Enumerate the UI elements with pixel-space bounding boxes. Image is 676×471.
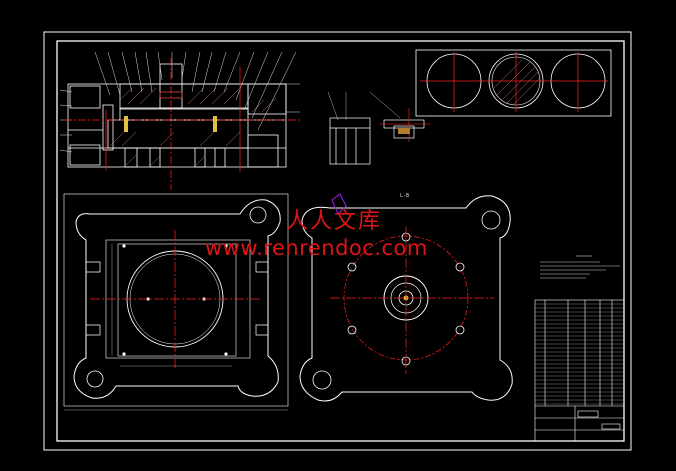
view-label: L-B — [400, 193, 410, 199]
parts-list-rows — [535, 303, 624, 405]
title-block — [534, 299, 625, 442]
watermark-url[interactable]: www.renrendoc.com — [205, 236, 428, 260]
inner-frame — [56, 40, 625, 442]
detail-view-b — [369, 91, 430, 142]
lower-plate-view — [63, 193, 289, 411]
technical-notes — [540, 255, 620, 279]
section-accents — [124, 91, 217, 132]
die-plate-view — [299, 195, 513, 402]
leader-lines — [59, 51, 300, 153]
watermark-chinese: 人人文库 — [286, 209, 383, 234]
detail-view-a — [327, 91, 371, 165]
three-hole-view — [415, 49, 612, 117]
outer-frame — [43, 31, 632, 451]
section-centerlines — [64, 58, 300, 190]
magenta-marker — [331, 193, 347, 215]
section-hatching — [109, 87, 277, 167]
